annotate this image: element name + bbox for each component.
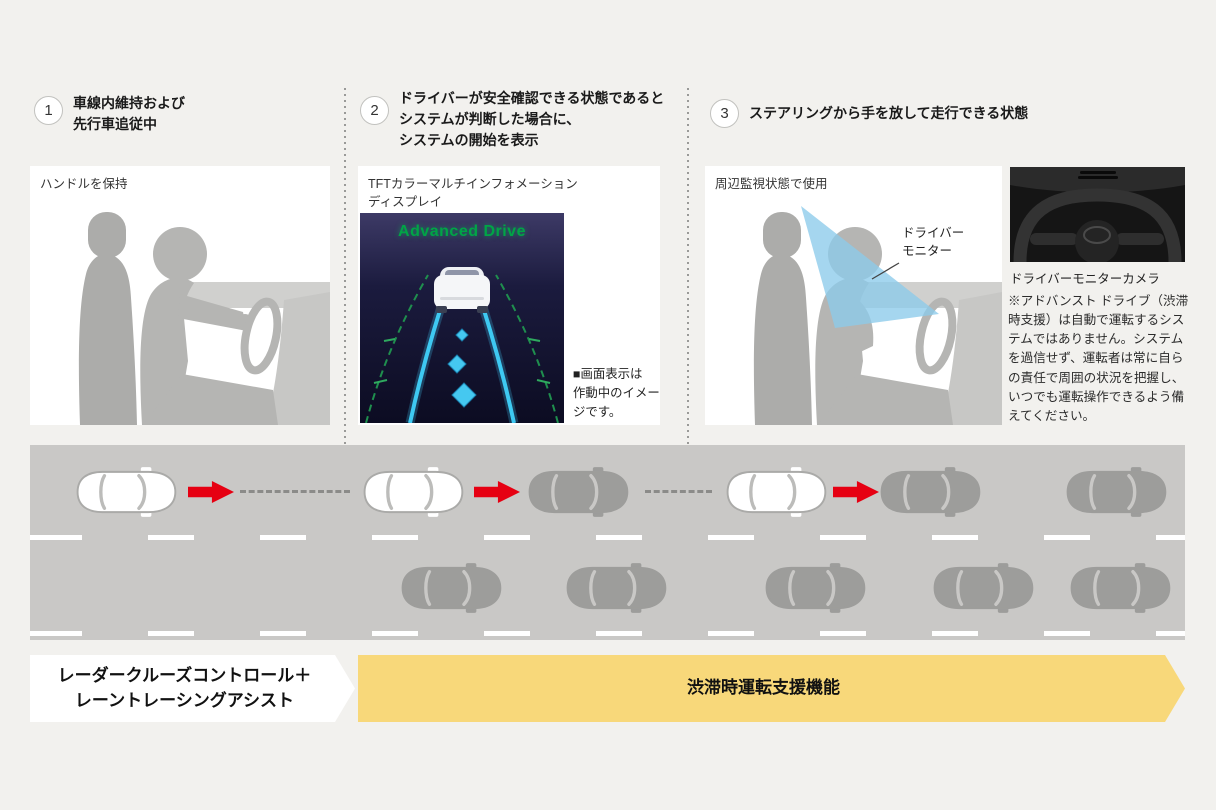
ego-car-2 xyxy=(355,466,470,518)
traffic-car xyxy=(558,562,673,614)
advanced-drive-title: Advanced Drive xyxy=(398,223,526,240)
traffic-car xyxy=(1062,562,1177,614)
dotted-separator-1 xyxy=(344,88,346,640)
driver-monitor-callout: ドライバー モニター xyxy=(902,226,965,259)
traffic-car xyxy=(393,562,508,614)
steering-wheel-icon xyxy=(240,297,282,375)
dotted-separator-2 xyxy=(687,88,689,640)
step-1-text: 車線内維持および 先行車追従中 xyxy=(73,95,185,132)
panel-display: TFTカラーマルチインフォメーション ディスプレイ xyxy=(358,166,660,425)
ego-car-3 xyxy=(718,466,833,518)
driver-silhouette-illustration xyxy=(78,212,330,425)
banner-radar-cruise: レーダークルーズコントロール＋ レーントレーシングアシスト xyxy=(30,655,355,722)
gap-dashed-line-1 xyxy=(240,490,350,493)
step-3: 3 ステアリングから手を放して走行できる状態 xyxy=(710,96,1028,128)
panel-monitor-label: 周辺監視状態で使用 xyxy=(715,177,828,191)
banner-traffic-jam-assist-label: 渋滞時運転支援機能 xyxy=(687,678,840,698)
banner-traffic-jam-assist: 渋滞時運転支援機能 xyxy=(358,655,1185,722)
tft-display-screen: Advanced Drive xyxy=(360,213,564,423)
ego-car-1 xyxy=(68,466,183,518)
emblem-icon xyxy=(1083,226,1111,244)
step-2-number: 2 xyxy=(360,96,389,125)
banner-radar-cruise-label: レーダークルーズコントロール＋ レーントレーシングアシスト xyxy=(57,665,312,710)
traffic-car xyxy=(925,562,1040,614)
camera-caption: ドライバーモニターカメラ xyxy=(1010,272,1160,286)
lane-marking-upper xyxy=(30,535,1185,540)
monitor-view-cone xyxy=(801,206,939,328)
road-diagram xyxy=(30,445,1185,640)
step-2: 2 ドライバーが安全確認できる状態であると システムが判断した場合に、 システム… xyxy=(360,88,664,151)
step-3-number: 3 xyxy=(710,99,739,128)
step-1: 1 車線内維持および 先行車追従中 xyxy=(34,93,185,135)
step-3-text: ステアリングから手を放して走行できる状態 xyxy=(749,105,1029,121)
display-road-scene xyxy=(360,213,564,423)
traffic-car xyxy=(872,466,987,518)
traffic-car xyxy=(520,466,635,518)
path-diamond-markers xyxy=(447,328,477,408)
driver-monitor-illustration xyxy=(753,206,1002,425)
step-2-text: ドライバーが安全確認できる状態であると システムが判断した場合に、 システムの開… xyxy=(399,90,665,148)
traffic-car xyxy=(1058,466,1173,518)
steering-wheel-photo-illustration xyxy=(1010,167,1185,264)
panel-hands-on-label: ハンドルを保持 xyxy=(40,177,128,191)
motion-arrow-icon-1 xyxy=(188,481,234,503)
traffic-car xyxy=(757,562,872,614)
display-note: ■画面表示は 作動中のイメー ジです。 xyxy=(573,367,660,420)
panel-display-label: TFTカラーマルチインフォメーション ディスプレイ xyxy=(368,177,578,210)
callout-pointer-line xyxy=(871,262,900,280)
disclaimer-text: ※アドバンスト ドライブ（渋滞時支援）は自動で運転するシステムではありません。シ… xyxy=(1008,294,1189,423)
gap-dashed-line-2 xyxy=(645,490,712,493)
panel-monitor: 周辺監視状態で使用 xyxy=(705,166,1002,425)
motion-arrow-icon-2 xyxy=(474,481,520,503)
ego-car-rear-view xyxy=(434,267,490,313)
step-1-number: 1 xyxy=(34,96,63,125)
lane-marking-lower xyxy=(30,631,1185,636)
panel-hands-on: ハンドルを保持 xyxy=(30,166,330,425)
driver-monitor-camera-photo xyxy=(1010,167,1185,264)
steering-wheel-icon xyxy=(915,297,957,375)
